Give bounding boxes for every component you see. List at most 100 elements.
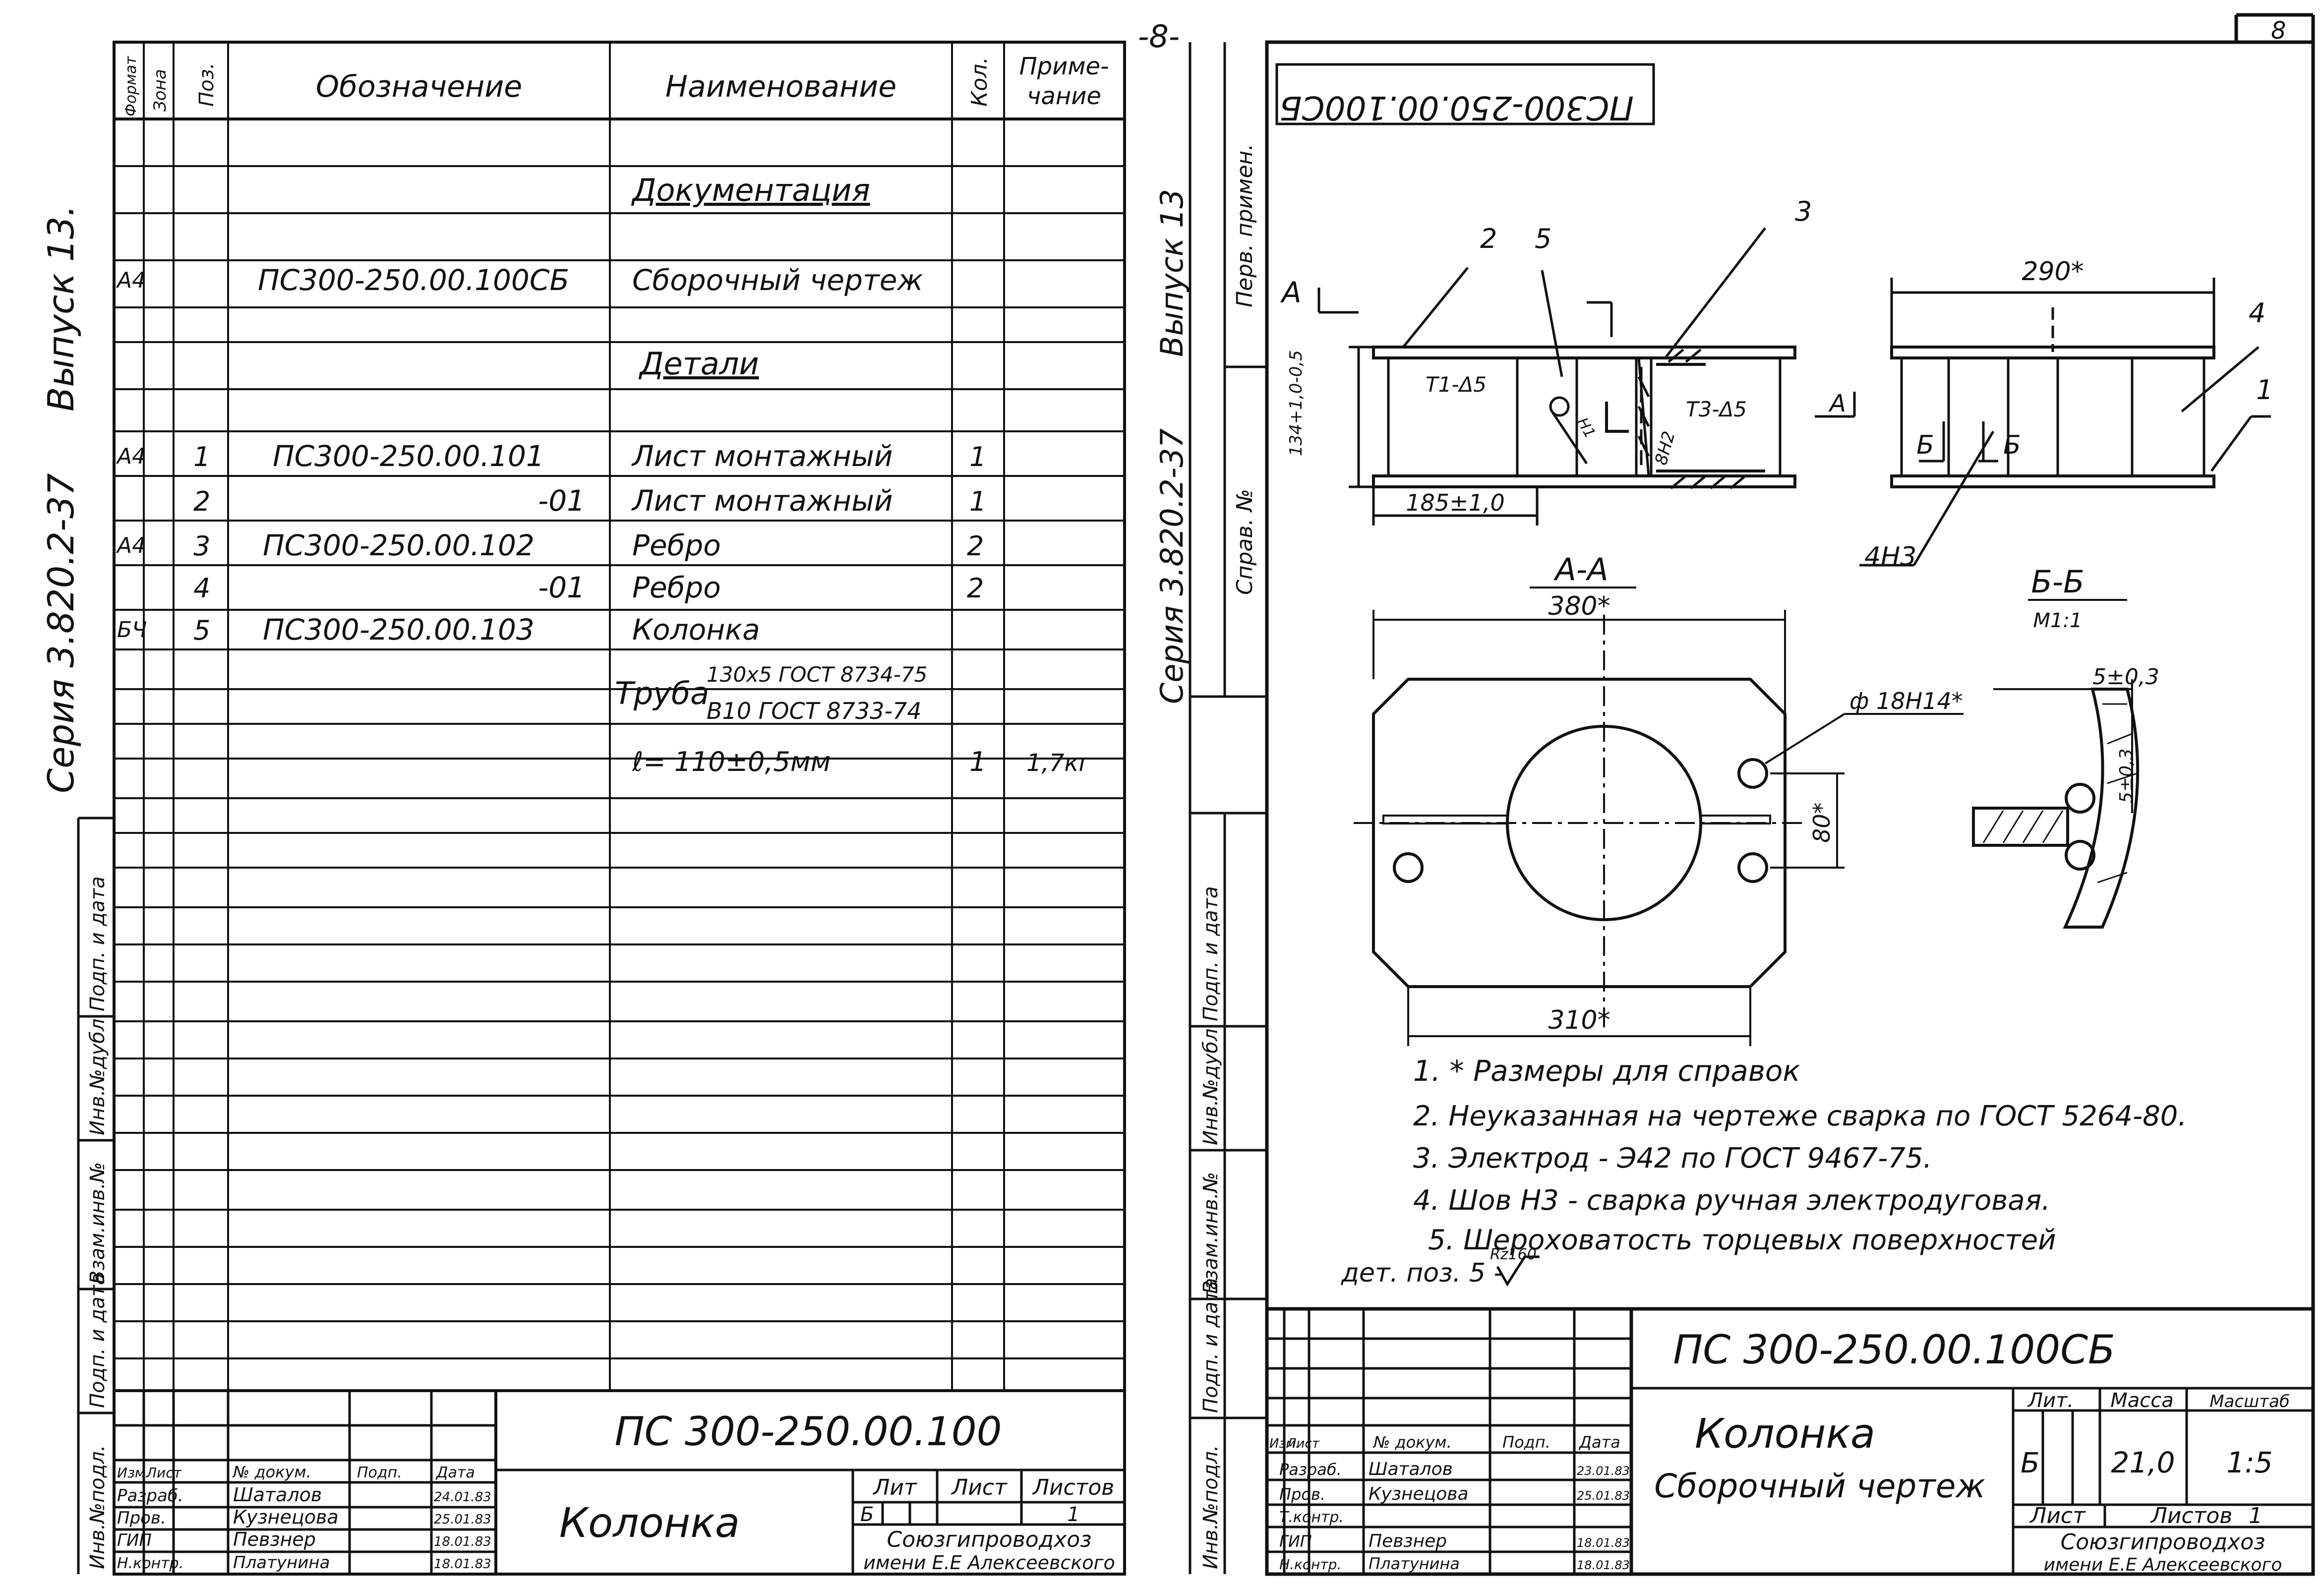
drawing-sheets-label: Листов [2150,1503,2232,1528]
specification-frame [113,41,1126,1576]
mid-series-label: Серия 3.820.2-37 [1154,428,1190,704]
leader-5: 5 [1535,223,1551,254]
spec-row-9-pipe-spec-2: В10 ГОСТ 8733-74 [707,698,922,724]
spec-role-3: ГИП [117,1530,152,1550]
drawing-person-1: Шаталов [1369,1459,1453,1479]
note-5: 5. Шероховатость торцевых поверхностей [1428,1224,2056,1256]
weld-t1: Т1-Δ5 [1426,372,1487,397]
spec-row-5-qty: 1 [969,486,986,517]
drawing-col-sign: Подп. [1502,1433,1550,1452]
spec-role-2: Пров. [117,1508,166,1528]
spec-sheets-value: 1 [1067,1503,1079,1526]
mid-stamp-label-1: Подп. и дата [1199,886,1222,1021]
spec-header-format: Формат [122,56,140,117]
spec-sheet-label: Лист [951,1475,1008,1500]
mid-stamp-label-3: Взам.инв.№ [1199,1172,1222,1294]
drawing-role-3: Т.контр. [1279,1509,1344,1526]
spec-row-8-pos: 5 [193,615,210,646]
spec-org-line-1: Союзгипроводхоз [887,1527,1091,1552]
spec-row-5-designation: -01 [538,484,585,518]
spec-lit-value: Б [860,1503,874,1526]
drawing-title-block-grid [1267,1307,2313,1574]
top-sheet-mark: -8- [1138,18,1180,55]
spec-lit-label: Лит [872,1475,917,1500]
left-stamp-label-2: Подп. и дата [86,1273,109,1408]
section-aa-view [1354,587,1964,1046]
spec-date-3: 18.01.83 [434,1534,491,1549]
drawing-col-list: Лист [1286,1436,1320,1451]
spec-row-10-note: 1,7кг [1026,749,1091,777]
drawing-col-docnum: № докум. [1372,1433,1452,1452]
spec-product-name: Колонка [559,1500,740,1547]
spec-row-4-qty: 1 [969,441,986,472]
spec-row-10-qty: 1 [969,746,986,777]
note-1: 1. * Размеры для справок [1413,1054,1800,1088]
view-b-2: Б [2003,430,2021,460]
spec-col-date: Дата [435,1464,475,1481]
drawing-org-line-2: имени Е.Е Алексеевского [2044,1555,2282,1575]
drawing-doc-code: ПС 300-250.00.100СБ [1673,1327,2115,1373]
spec-doc-code: ПС 300-250.00.100 [614,1409,1002,1455]
spec-sheets-label: Листов [1032,1475,1114,1500]
spec-row-4-pos: 1 [193,441,210,472]
section-bb-scale: М1:1 [2033,609,2083,632]
spec-row-4-designation: ПС300-250.00.101 [273,439,544,473]
spec-row-6-pos: 3 [193,530,210,562]
roughness-symbol [1496,1255,1540,1287]
spec-person-2: Кузнецова [233,1506,339,1528]
spec-row-1-name: Документация [631,172,870,208]
dim-80: 80* [1808,802,1835,843]
note-4: 4. Шов Н3 - сварка ручная электродуговая… [1413,1184,2050,1217]
left-stamp-label-4: Инв.№дубл. [86,1012,109,1135]
spec-row-6-designation: ПС300-250.00.102 [263,529,535,562]
dim-380: 380* [1548,591,1610,621]
drawing-date-5: 18.01.83 [1577,1558,1630,1572]
spec-row-7-name: Ребро [632,571,721,604]
drawing-person-5: Платунина [1369,1554,1460,1573]
leader-1: 1 [2256,374,2273,406]
spec-row-6-name: Ребро [632,529,721,562]
drawing-date-4: 18.01.83 [1577,1536,1630,1550]
drawing-sheet-label: Лист [2029,1503,2086,1528]
section-aa-label: А-А [1553,551,1608,587]
drawing-doc-type: Сборочный чертеж [1654,1467,1985,1505]
spec-row-8-designation: ПС300-250.00.103 [263,613,535,646]
spec-row-3-name: Детали [638,346,759,382]
drawing-scale-value: 1:5 [2226,1446,2272,1479]
spec-date-1: 24.01.83 [434,1490,491,1505]
front-view [1317,227,1856,526]
drawing-product-name: Колонка [1695,1410,1875,1458]
drawing-frame [1265,13,2315,1576]
weld-dim-5b: 5±0,3 [2116,749,2137,803]
left-stamp-column [77,817,114,1574]
spec-row-7-designation: -01 [538,571,585,604]
drawing-person-2: Кузнецова [1369,1484,1469,1504]
section-bb-label: Б-Б [2031,564,2084,600]
spec-header-pos: Поз. [195,62,218,107]
spec-role-1: Разраб. [117,1486,183,1506]
spec-header-qty: Кол. [967,57,992,107]
spec-row-9-name: Труба [615,675,709,711]
drawing-org-line-1: Союзгипроводхоз [2060,1529,2265,1555]
spec-header-name: Наименование [665,69,896,104]
note-5-tail: дет. поз. 5 - [1341,1258,1503,1288]
spec-row-8-format: БЧ [117,617,147,643]
note-3: 3. Электрод - Э42 по ГОСТ 9467-75. [1413,1142,1932,1175]
drawing-role-2: Пров. [1279,1485,1325,1504]
spec-person-3: Певзнер [233,1528,316,1550]
leader-4: 4 [2249,297,2265,329]
left-stamp-label-5: Подп. и дата [86,877,109,1011]
spec-row-7-pos: 4 [193,573,210,604]
side-view [1859,278,2271,567]
roughness-value: Rz160 [1490,1246,1537,1263]
section-bb-view [1972,599,2140,929]
hole-dim: ф 18Н14* [1849,688,1963,714]
spec-table-grid [114,42,1125,1392]
mid-first-use-label: Перв. примен. [1232,144,1257,307]
view-a-left: А [1280,276,1302,309]
spec-row-5-name: Лист монтажный [631,484,893,518]
spec-row-6-format: А4 [116,533,146,558]
drawing-lit-value: Б [2021,1447,2039,1479]
spec-row-2-format: А4 [116,268,146,293]
drawing-date-2: 25.01.83 [1577,1489,1630,1503]
